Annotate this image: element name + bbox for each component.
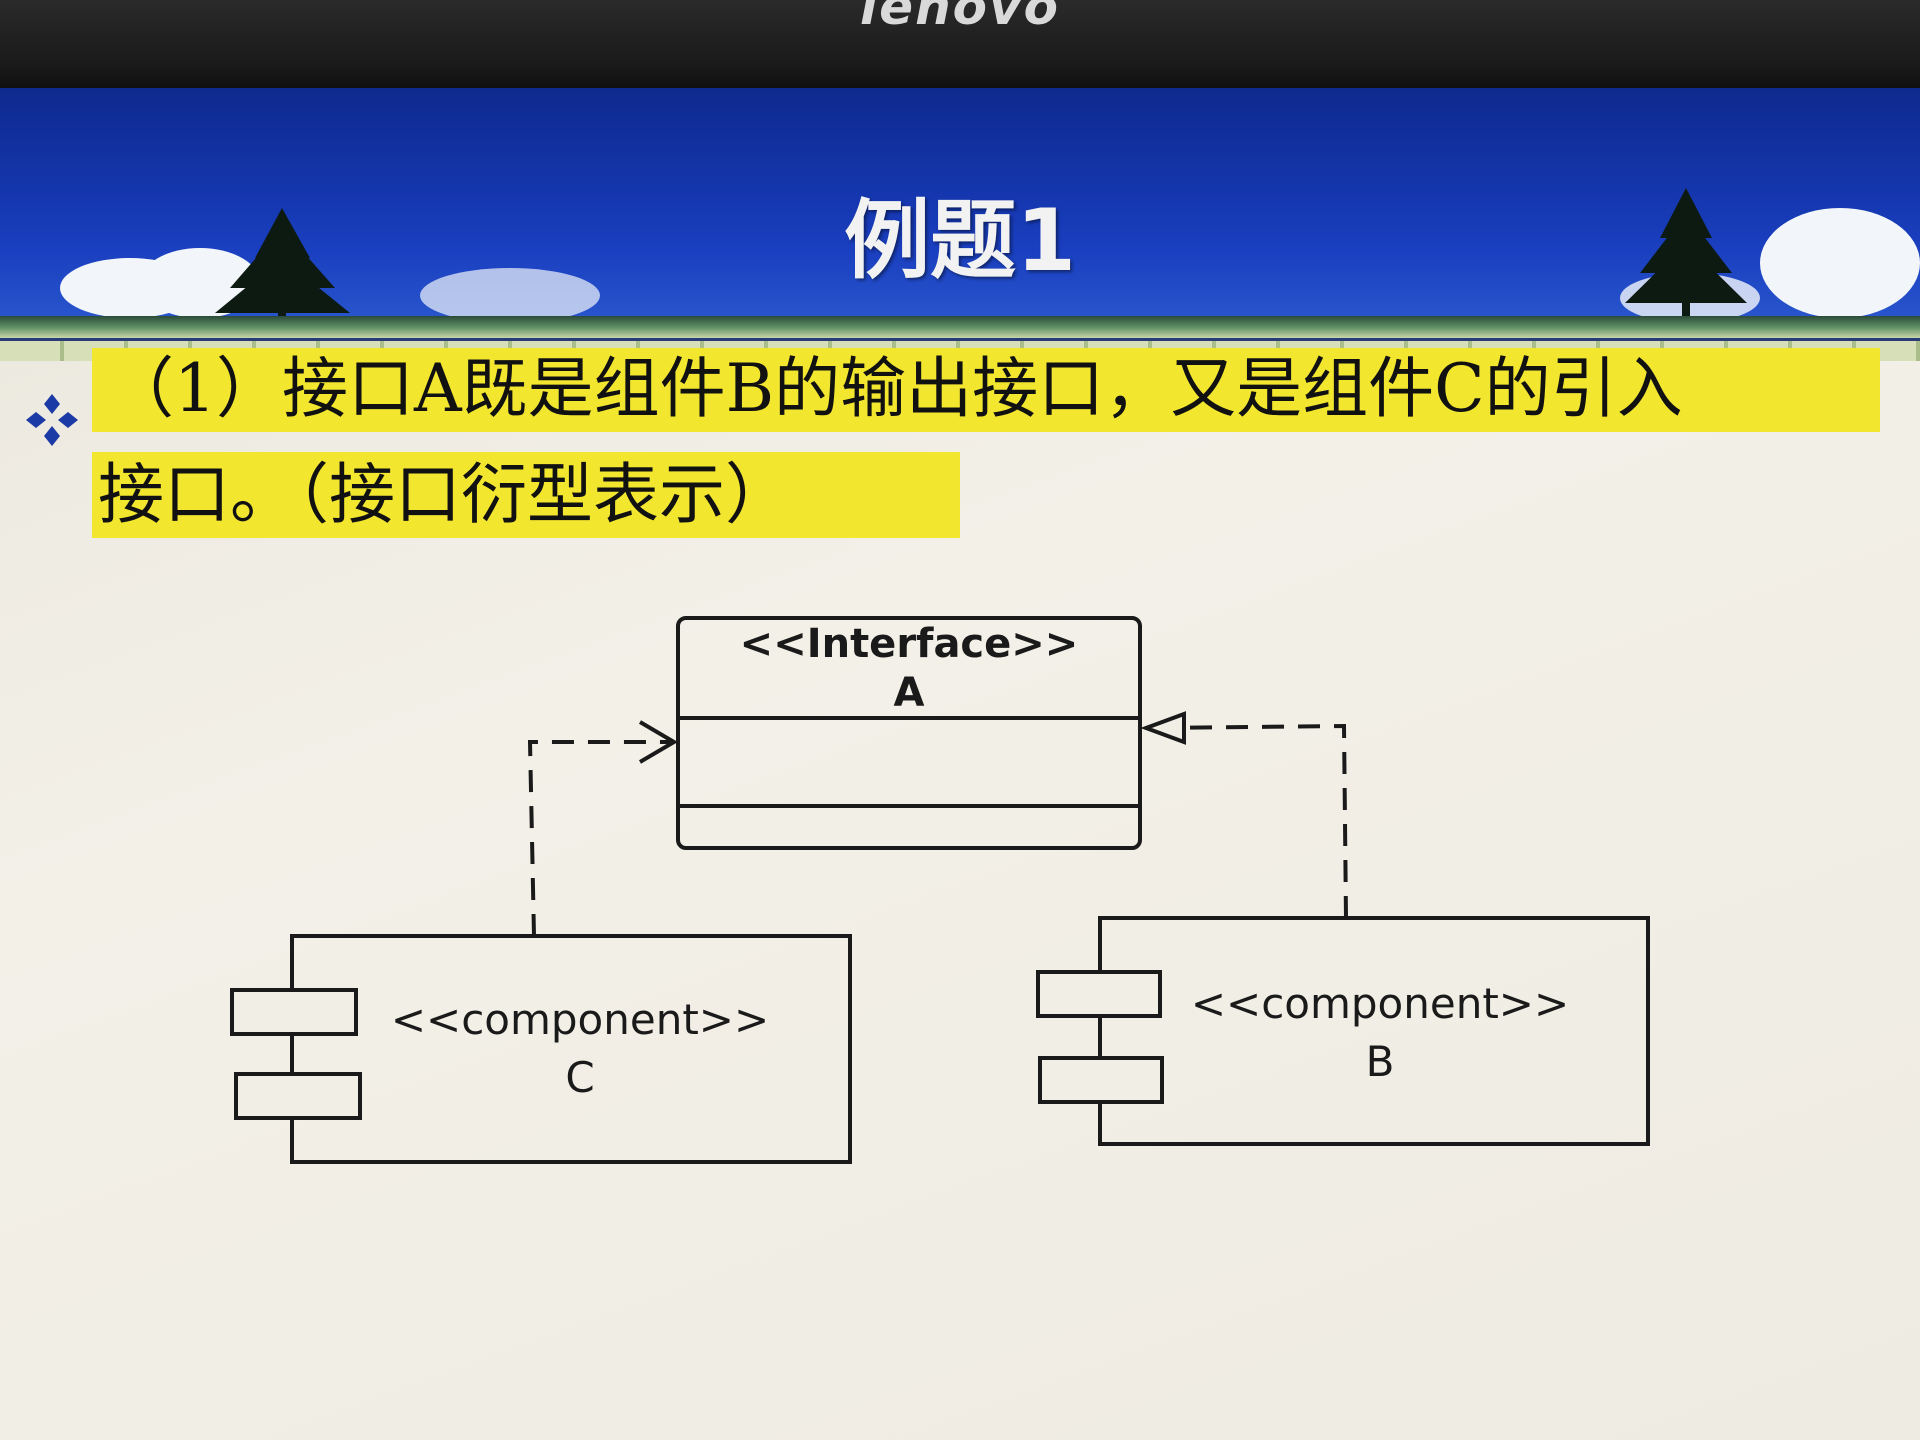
highlight-band (92, 452, 960, 538)
dependency-c-to-a (527, 740, 670, 937)
interface-stereotype: <<Interface>> (740, 621, 1079, 667)
component-c-name: C (565, 1053, 594, 1102)
component-c-box (290, 934, 852, 1164)
diamond-bullet-icon (26, 394, 78, 446)
slide-header: 例题1 (0, 88, 1920, 338)
component-c-port-2 (234, 1072, 362, 1120)
tree-icon (1625, 188, 1747, 318)
monitor-bezel: lenovo (0, 0, 1920, 92)
monitor-brand: lenovo (860, 0, 1060, 36)
interface-name: A (894, 670, 925, 716)
tree-icon (215, 208, 350, 318)
component-c-port-1 (230, 988, 358, 1036)
bullet-text-line-1: （1）接口A既是组件B的输出接口，又是组件C的引入 (108, 350, 1683, 427)
open-arrowhead-icon (638, 720, 678, 764)
grass-decoration (0, 316, 1920, 338)
slide-screen: 例题1 (0, 88, 1920, 1440)
highlight-band (92, 348, 1880, 432)
slide-title: 例题1 (844, 191, 1076, 291)
component-b-box (1098, 916, 1650, 1146)
bullet-text-line-2: 接口。（接口衍型表示） (98, 456, 791, 533)
tree-decorations (215, 188, 1747, 318)
component-b-port-1 (1036, 970, 1162, 1018)
cloud-decoration (420, 268, 600, 323)
hollow-triangle-arrowhead-icon (1140, 711, 1186, 745)
component-b-stereotype: <<component>> (1191, 979, 1569, 1028)
realization-b-to-a (1149, 723, 1348, 919)
cloud-decoration (1760, 208, 1920, 318)
interface-box (676, 616, 1142, 850)
component-b-name: B (1366, 1037, 1395, 1086)
component-c-stereotype: <<component>> (391, 995, 769, 1044)
component-b-port-2 (1038, 1056, 1164, 1104)
